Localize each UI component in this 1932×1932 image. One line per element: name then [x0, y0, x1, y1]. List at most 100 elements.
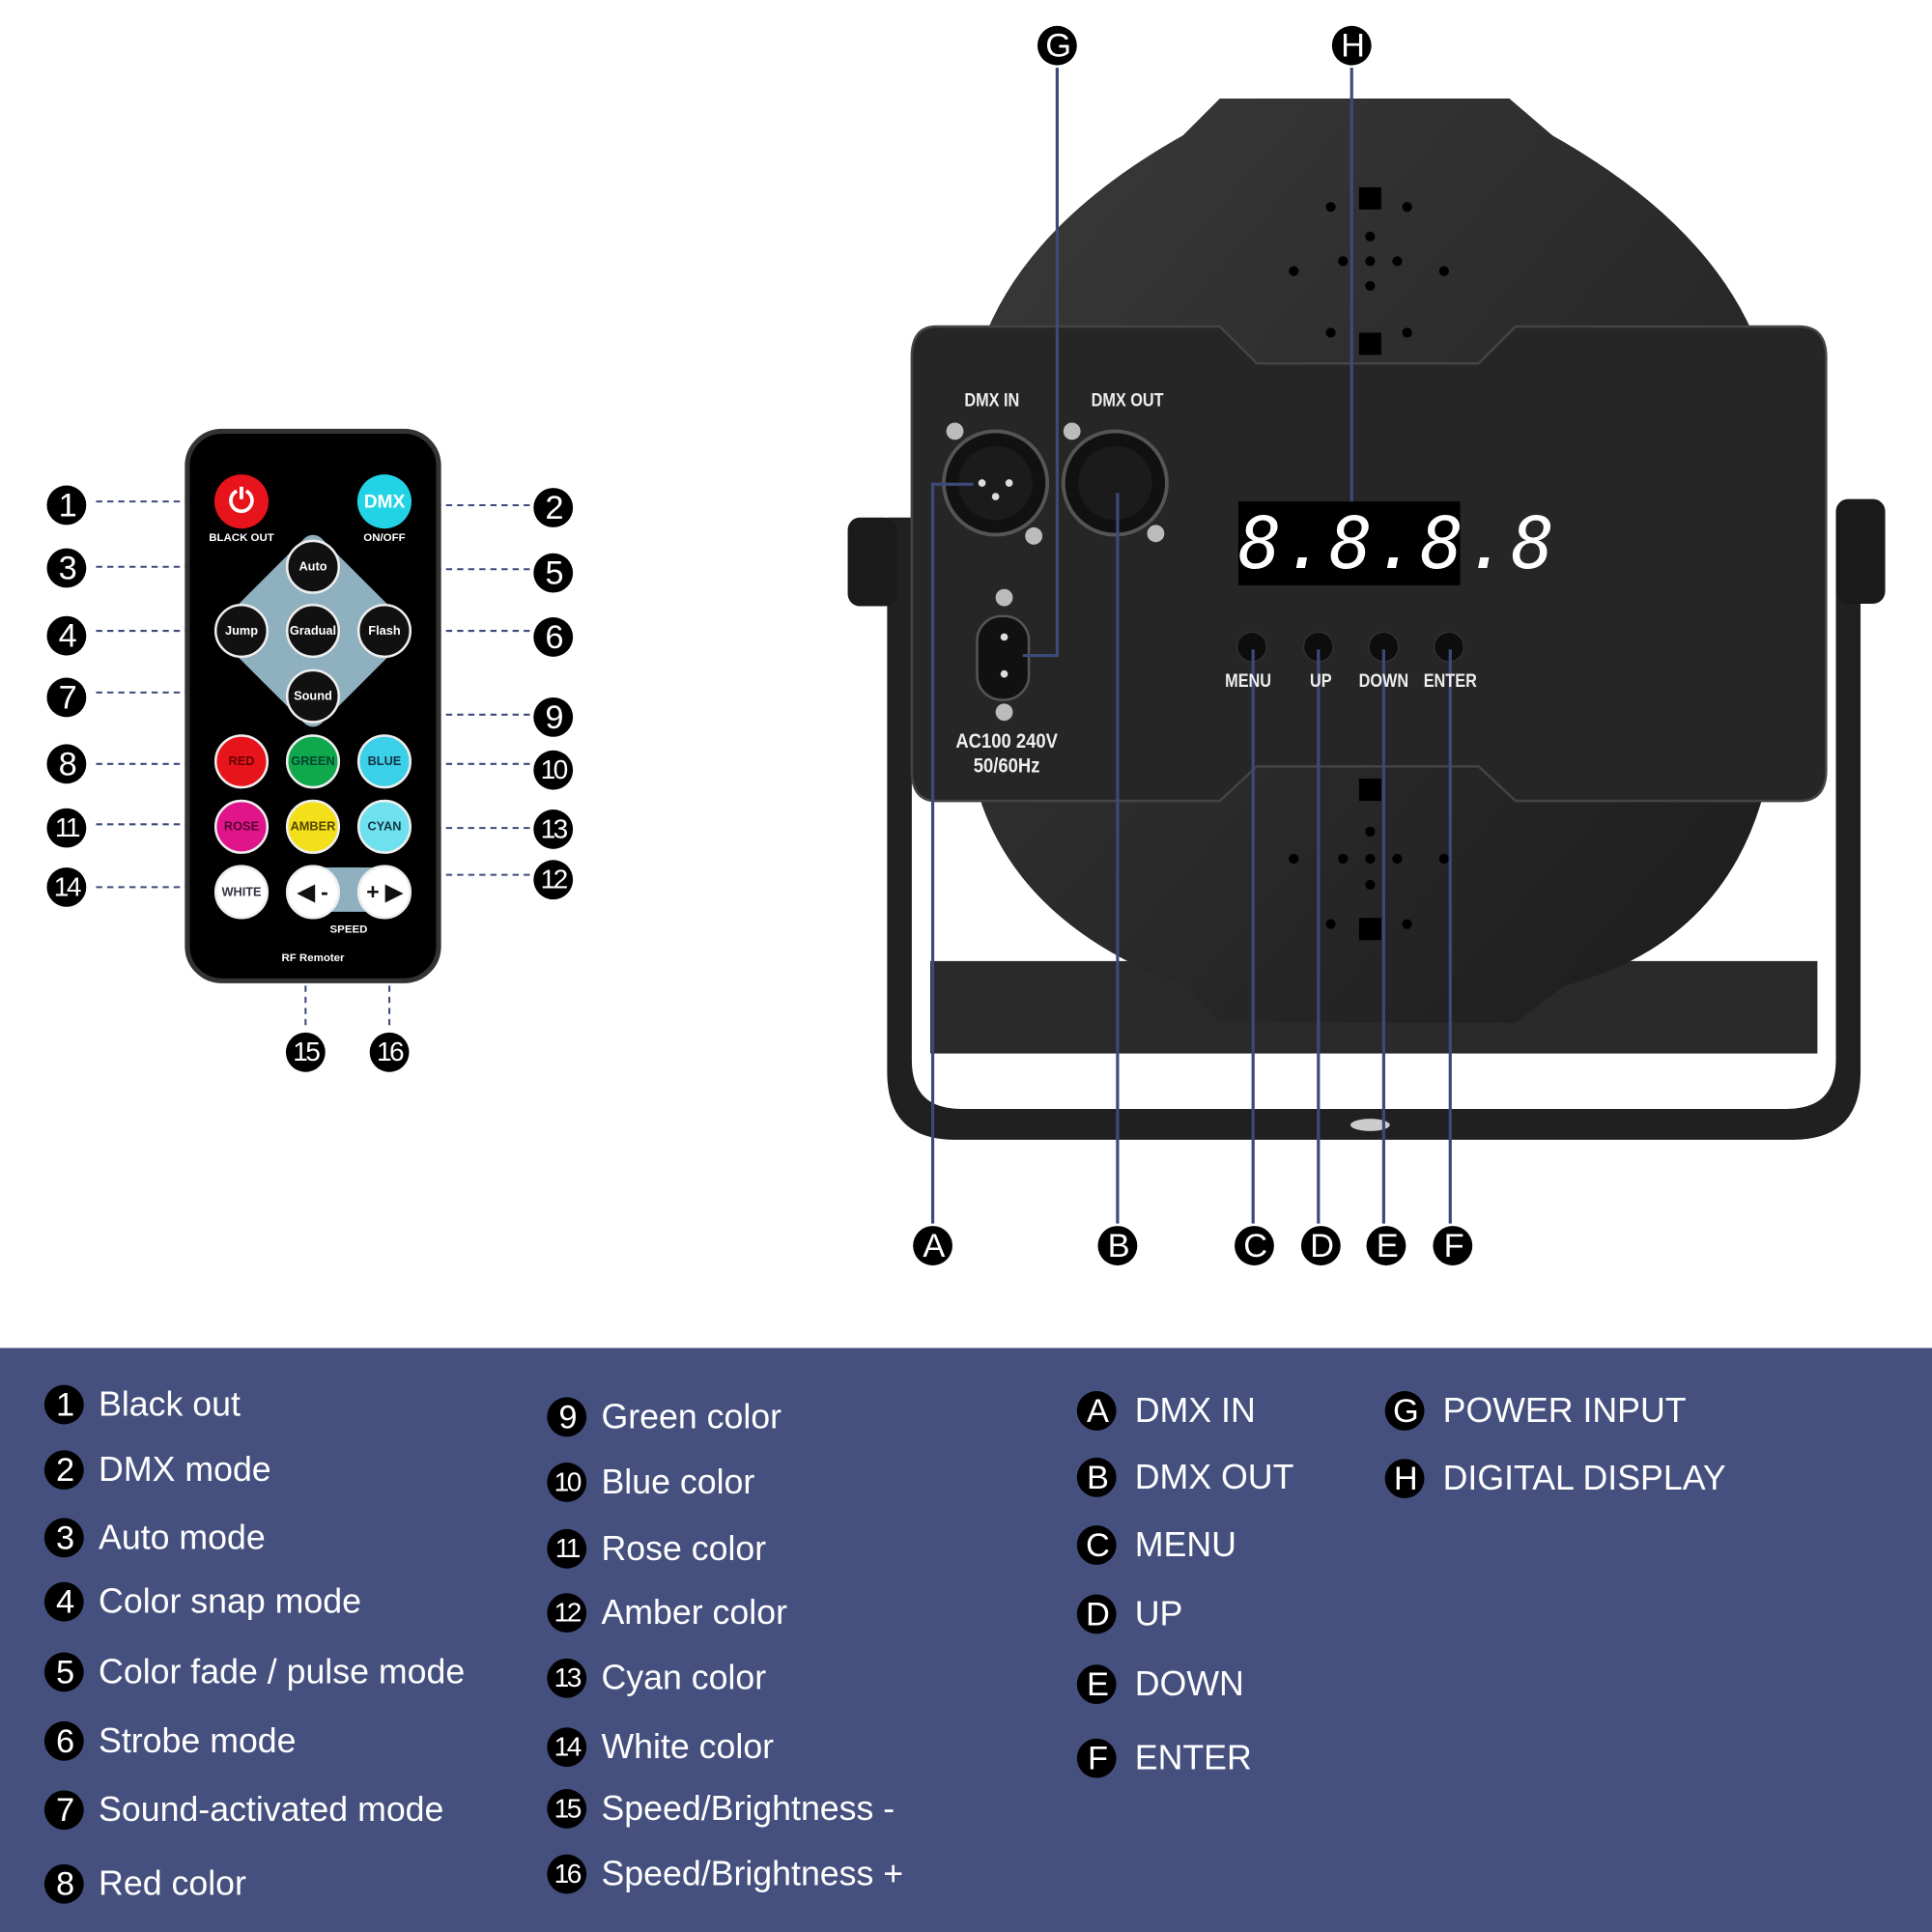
up-button-label: UP — [1310, 670, 1332, 693]
callout-f: F — [1433, 1226, 1473, 1265]
legend-badge-d: D — [1076, 1594, 1117, 1634]
legend-badge-10: 10 — [547, 1463, 587, 1502]
blackout-label: BLACK OUT — [209, 530, 274, 544]
flash-button[interactable]: Flash — [356, 603, 412, 659]
callout-13: 13 — [533, 810, 574, 849]
legend-badge-c: C — [1076, 1525, 1117, 1565]
red-button[interactable]: RED — [213, 734, 270, 789]
callout-d: D — [1300, 1226, 1341, 1265]
digital-display: 8.8.8.8 — [1237, 501, 1557, 585]
legend-text-10: Blue color — [601, 1463, 755, 1501]
callout-16: 16 — [369, 1032, 410, 1072]
legend-badge-b: B — [1076, 1457, 1117, 1497]
legend-text-a: DMX IN — [1134, 1391, 1256, 1430]
legend-badge-8: 8 — [43, 1863, 84, 1904]
legend-text-g: POWER INPUT — [1442, 1391, 1687, 1430]
legend-text-16: Speed/Brightness + — [601, 1854, 904, 1893]
power-spec-line1: AC100 240V — [955, 729, 1058, 753]
legend-text-5: Color fade / pulse mode — [99, 1652, 466, 1690]
dmx-out-connector — [1061, 422, 1169, 543]
callout-e: E — [1366, 1226, 1406, 1265]
leader-lines — [930, 68, 1452, 1224]
gradual-button[interactable]: Gradual — [285, 603, 341, 659]
left-knob — [847, 517, 897, 607]
callout-7: 7 — [46, 677, 87, 718]
blackout-button[interactable]: ⏻ — [213, 474, 270, 529]
callout-h: H — [1331, 25, 1372, 66]
legend-badge-a: A — [1076, 1391, 1117, 1431]
dmx-button[interactable]: DMX — [356, 474, 412, 529]
legend-badge-h: H — [1384, 1459, 1425, 1499]
top-vent — [1289, 186, 1449, 355]
legend-text-14: White color — [601, 1727, 775, 1766]
auto-button[interactable]: Auto — [285, 539, 341, 594]
legend-badge-f: F — [1076, 1738, 1117, 1778]
legend-badge-1: 1 — [43, 1384, 84, 1425]
jump-button[interactable]: Jump — [213, 603, 270, 659]
legend-text-6: Strobe mode — [99, 1720, 297, 1760]
callout-b: B — [1097, 1226, 1138, 1265]
legend-badge-16: 16 — [547, 1854, 587, 1894]
speed-plus-button[interactable]: + ▶ — [356, 865, 412, 920]
sound-button[interactable]: Sound — [285, 668, 341, 724]
cyan-button[interactable]: CYAN — [356, 799, 412, 854]
power-spec-line2: 50/60Hz — [973, 753, 1040, 778]
legend-badge-4: 4 — [43, 1581, 84, 1622]
remote-leader-line — [317, 851, 530, 876]
legend-badge-g: G — [1384, 1391, 1425, 1431]
callout-15: 15 — [285, 1032, 326, 1072]
callout-12: 12 — [533, 860, 574, 900]
legend-badge-5: 5 — [43, 1652, 84, 1692]
callout-6: 6 — [533, 617, 574, 657]
rose-button[interactable]: ROSE — [213, 799, 270, 854]
legend-text-h: DIGITAL DISPLAY — [1442, 1459, 1726, 1497]
legend-badge-11: 11 — [547, 1528, 587, 1569]
legend-panel — [0, 1348, 1932, 1932]
legend-badge-15: 15 — [547, 1789, 587, 1829]
callout-g: G — [1037, 25, 1077, 66]
legend-badge-13: 13 — [547, 1658, 587, 1698]
legend-badge-6: 6 — [43, 1720, 84, 1761]
down-button-label: DOWN — [1358, 670, 1409, 693]
enter-button-label: ENTER — [1423, 670, 1477, 693]
legend-text-4: Color snap mode — [99, 1581, 362, 1621]
legend-text-11: Rose color — [601, 1528, 767, 1568]
speed-label: SPEED — [329, 923, 368, 936]
blue-button[interactable]: BLUE — [356, 734, 412, 789]
legend-text-15: Speed/Brightness - — [601, 1789, 895, 1828]
callout-5: 5 — [533, 553, 574, 593]
callout-8: 8 — [46, 744, 87, 784]
callout-1: 1 — [46, 485, 87, 526]
legend-text-1: Black out — [99, 1384, 241, 1424]
callout-3: 3 — [46, 548, 87, 588]
amber-button[interactable]: AMBER — [285, 799, 341, 854]
power-icon: ⏻ — [228, 481, 255, 519]
legend-badge-7: 7 — [43, 1790, 84, 1831]
legend-badge-12: 12 — [547, 1593, 587, 1634]
bottom-vent — [1289, 779, 1449, 941]
legend-text-8: Red color — [99, 1863, 246, 1903]
callout-2: 2 — [533, 488, 574, 527]
legend-badge-3: 3 — [43, 1518, 84, 1558]
legend-badge-14: 14 — [547, 1727, 587, 1768]
callout-11: 11 — [46, 808, 87, 848]
green-button[interactable]: GREEN — [285, 734, 341, 789]
speed-minus-button[interactable]: ◀ - — [285, 865, 341, 920]
legend-text-f: ENTER — [1134, 1738, 1252, 1777]
legend-text-c: MENU — [1134, 1525, 1236, 1564]
callout-c: C — [1235, 1226, 1274, 1265]
legend-text-7: Sound-activated mode — [99, 1790, 444, 1829]
callout-9: 9 — [533, 696, 574, 737]
legend-text-3: Auto mode — [99, 1518, 266, 1556]
callout-4: 4 — [46, 615, 87, 656]
callout-10: 10 — [533, 750, 574, 790]
legend-text-9: Green color — [601, 1397, 782, 1435]
dmx-in-connector — [942, 422, 1050, 545]
legend-text-e: DOWN — [1134, 1664, 1244, 1703]
legend-text-12: Amber color — [601, 1593, 787, 1632]
legend-text-2: DMX mode — [99, 1450, 271, 1489]
white-button[interactable]: WHITE — [213, 865, 270, 920]
legend-text-b: DMX OUT — [1134, 1457, 1294, 1496]
menu-button-label: MENU — [1225, 670, 1272, 693]
